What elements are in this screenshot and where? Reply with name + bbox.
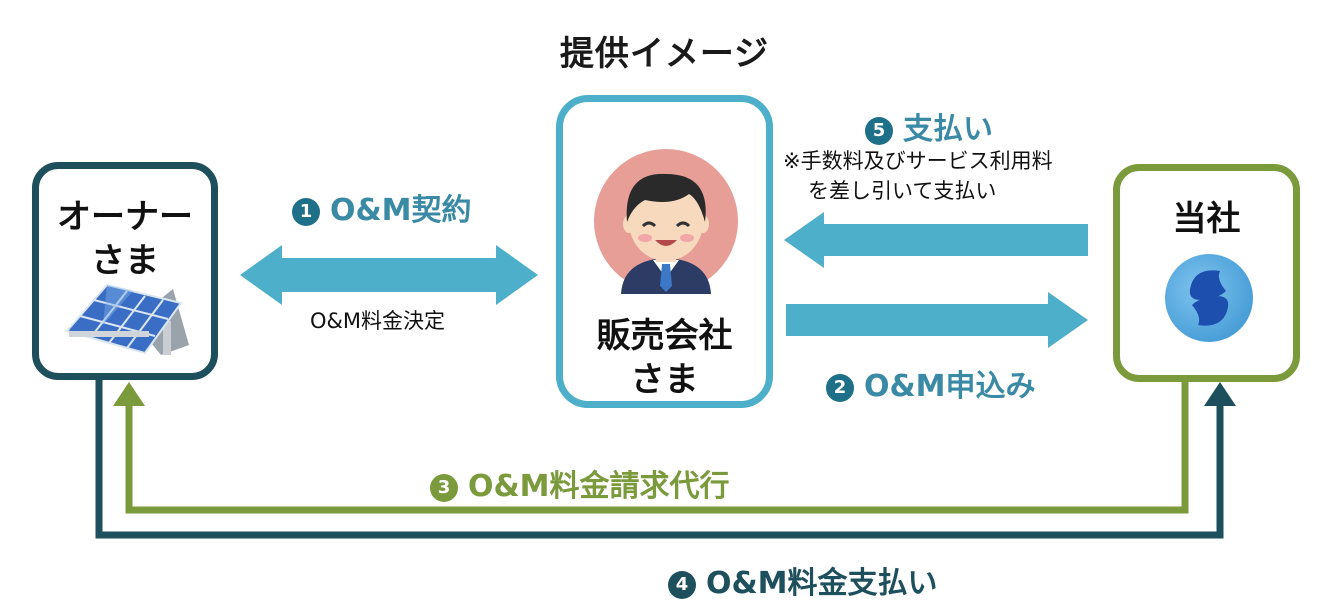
owner-box: オーナー さま [32, 162, 218, 380]
step-3-number: 3 [430, 474, 458, 502]
step-5-note-line1: ※手数料及びサービス利用料 [783, 149, 1053, 173]
seller-label: 販売会社 さま [596, 316, 733, 400]
solar-panel-icon [65, 283, 189, 355]
owner-label: オーナー さま [57, 197, 193, 281]
salesperson-avatar-icon [594, 149, 738, 294]
step-1-number: 1 [292, 198, 320, 226]
billing-connector [113, 382, 1189, 514]
seller-box: 販売会社 さま [556, 95, 773, 408]
payment-arrow-left [784, 212, 1088, 268]
step-1-note: O&M料金決定 [310, 309, 446, 333]
company-logo-icon [1165, 254, 1253, 342]
application-arrow-right [786, 292, 1088, 348]
owner-payment-connector [95, 380, 1236, 539]
contract-double-arrow [240, 245, 538, 305]
company-label: 当社 [1172, 199, 1241, 239]
step-4-number: 4 [668, 571, 696, 599]
page-title: 提供イメージ [559, 34, 770, 74]
company-box: 当社 [1113, 164, 1300, 382]
step-5-number: 5 [865, 117, 893, 145]
step-5-note-line2: を差し引いて支払い [808, 179, 997, 203]
step-2-number: 2 [826, 374, 854, 402]
